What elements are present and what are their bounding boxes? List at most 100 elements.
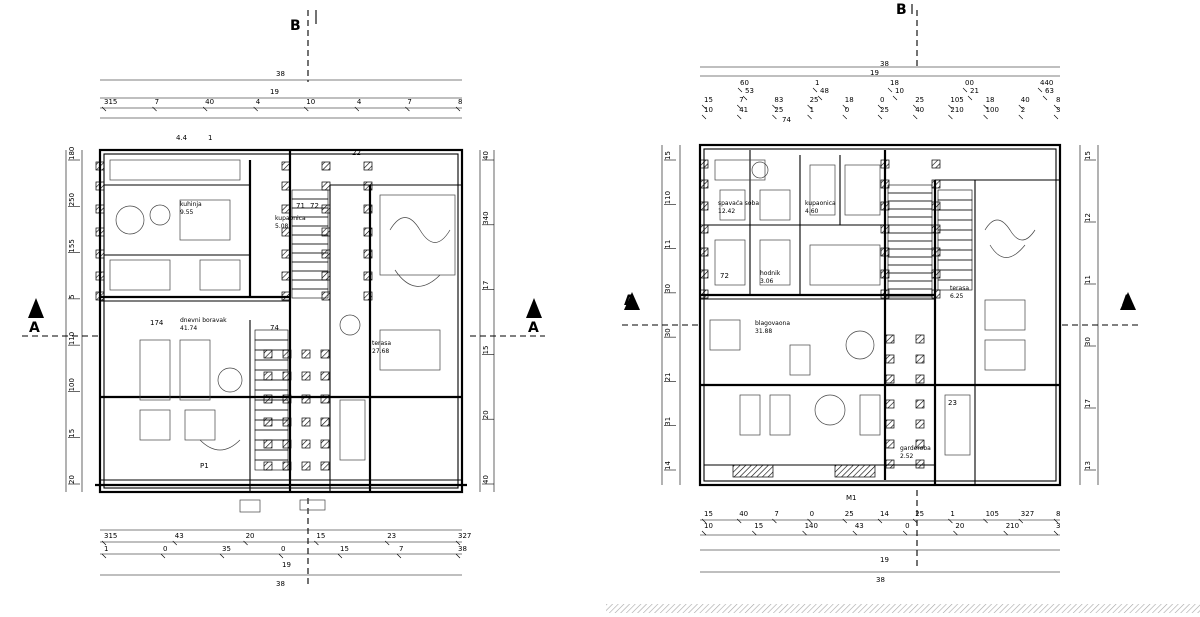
walls-r: [698, 143, 1062, 487]
dim-tick: [807, 104, 812, 110]
dim-tick: [455, 106, 461, 112]
column: [699, 179, 709, 189]
dim-tick: [701, 114, 707, 120]
dim-bottom-value: 23: [387, 532, 396, 540]
stair-tread: [937, 279, 973, 291]
marker-label: M1: [846, 494, 857, 502]
column: [263, 439, 273, 449]
column: [321, 249, 331, 259]
column: [699, 269, 709, 279]
marker-label: 71: [296, 202, 305, 210]
column: [282, 439, 292, 449]
section-arrow-a-right-r: [1120, 292, 1136, 310]
dim-tick: [892, 95, 898, 101]
dim-tick: [278, 553, 284, 559]
dim-top-value: 63: [1045, 87, 1054, 95]
column: [880, 179, 890, 189]
dim-tick: [1053, 518, 1059, 524]
marker-label: 23: [948, 399, 957, 407]
dim-left-value: 30: [664, 284, 672, 293]
section-label-a-right-r: A: [1122, 293, 1133, 309]
dim-tick: [953, 530, 958, 536]
column: [320, 417, 330, 427]
dim-tick: [902, 530, 908, 536]
stair-tread: [887, 184, 933, 194]
dim-left-value: 100: [68, 378, 76, 391]
dim-left-value: 110: [664, 191, 672, 204]
dim-top-value: 315: [104, 98, 117, 106]
dim-tick: [807, 114, 812, 120]
dim-top-value: 21: [970, 87, 979, 95]
stair-tread: [887, 192, 933, 202]
dim-bottom-value: 327: [1021, 510, 1034, 518]
dim-bottom-total-r: 38: [876, 576, 885, 584]
dim-right-value: 30: [1084, 337, 1092, 346]
room-name: kupaonica: [805, 200, 836, 207]
dim-top-value: 440: [1040, 79, 1053, 87]
column: [915, 374, 925, 384]
dim-bottom-value: 7: [399, 545, 403, 553]
dim-tick: [736, 518, 742, 524]
column: [282, 394, 292, 404]
column: [301, 417, 311, 427]
dim-tick: [1018, 104, 1024, 110]
dim-tick: [752, 530, 757, 536]
dim-left-value: 21: [664, 373, 672, 382]
stair-tread: [887, 232, 933, 242]
dim-top-value: 7: [739, 96, 743, 104]
room-name: kupaonica: [275, 215, 306, 222]
room-name: dnevni boravak: [180, 317, 227, 324]
dim-left-value: 20: [68, 475, 76, 484]
column: [885, 399, 895, 409]
dim-top-value: 1: [815, 79, 819, 87]
column: [880, 269, 890, 279]
column: [880, 159, 890, 169]
column: [880, 201, 890, 211]
column: [699, 159, 709, 169]
dim-bottom-value: 14: [880, 510, 889, 518]
dim-tick: [384, 540, 390, 546]
column: [282, 417, 292, 427]
column: [281, 271, 291, 281]
room-area: 2.52: [900, 453, 914, 460]
stair-tread: [887, 200, 933, 210]
stair-tread: [291, 261, 329, 272]
column: [301, 439, 311, 449]
room-area: 3.06: [760, 278, 774, 285]
dim-bottom-value: 140: [805, 522, 818, 530]
column: [363, 204, 373, 214]
column: [320, 349, 330, 359]
marker-label: 74: [782, 116, 791, 124]
dim-tick: [101, 540, 107, 546]
column: [281, 249, 291, 259]
furniture-r: [709, 159, 1036, 456]
dim-tick: [396, 553, 402, 559]
dim-tick: [172, 540, 178, 546]
dim-top-value: 1: [810, 106, 814, 114]
dim-tick: [1018, 518, 1024, 524]
dim-bottom-sub-r: 19: [880, 556, 889, 564]
dim-top-value: 105: [950, 96, 963, 104]
marker-label: 74: [270, 324, 279, 332]
dim-bottom-value: 8: [1056, 510, 1060, 518]
stair-tread: [887, 280, 933, 290]
dim-tick: [887, 87, 893, 93]
dim-bottom-value: 20: [955, 522, 964, 530]
dim-tick: [948, 518, 953, 524]
dim-top-value: 2: [1021, 106, 1025, 114]
dim-bottom-sub: 19: [282, 561, 291, 569]
room-labels-r: spavaća soba12.42kupaonica4.60hodnik3.06…: [718, 200, 969, 460]
dim-top-value: 60: [740, 79, 749, 87]
dim-bottom-value: 7: [774, 510, 778, 518]
marker-label: 72: [720, 272, 729, 280]
dim-tick: [983, 104, 988, 110]
dim-bottom-value: 0: [810, 510, 814, 518]
dim-left-value: 15: [68, 429, 76, 438]
dim-tick: [1003, 530, 1008, 536]
room-area: 27.68: [372, 348, 389, 355]
